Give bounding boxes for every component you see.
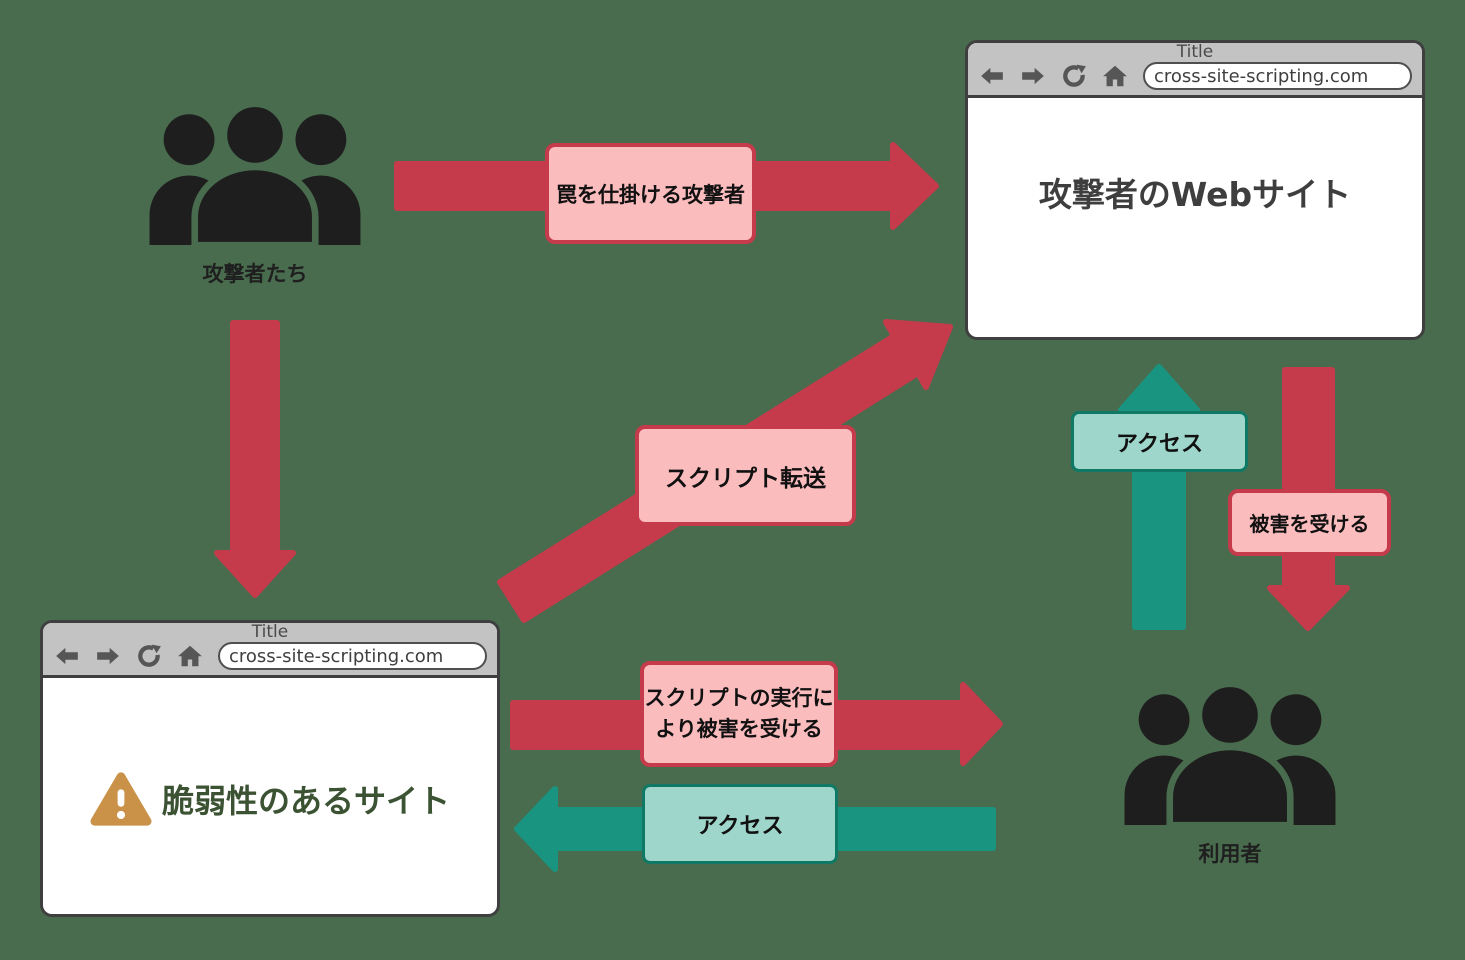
access-up-arrow <box>1118 364 1200 630</box>
forward-icon <box>97 647 119 665</box>
attackers-actor: 攻撃者たち <box>142 102 368 288</box>
forward-icon <box>1022 67 1044 85</box>
damage-label: 被害を受ける <box>1228 489 1391 556</box>
url-bar: cross-site-scripting.com <box>218 642 487 670</box>
attacker-site-title: 攻撃者のWebサイト <box>1038 175 1352 214</box>
script-exec-label-line2: より被害を受ける <box>655 717 823 741</box>
script-exec-label-line1: スクリプトの実行に <box>644 685 834 710</box>
back-icon <box>981 67 1003 85</box>
attackers-group-icon <box>149 102 361 246</box>
back-icon <box>56 647 78 665</box>
home-icon <box>1103 65 1127 87</box>
reload-icon <box>138 644 161 667</box>
browser-header: Title cross-site-scripting.com <box>43 623 497 678</box>
window-title: Title <box>1176 42 1214 62</box>
users-label: 利用者 <box>1198 842 1262 867</box>
browser-controls: cross-site-scripting.com <box>968 62 1422 96</box>
browser-controls: cross-site-scripting.com <box>43 642 497 676</box>
attacker-site-body: 攻撃者のWebサイト <box>968 98 1422 337</box>
attacker-site-window: Title cross-site-scripting.com 攻撃者の <box>965 40 1425 340</box>
vulnerable-site-body: 脆弱性のあるサイト <box>43 678 497 914</box>
home-icon <box>178 645 202 667</box>
users-group-icon <box>1124 682 1336 826</box>
vulnerable-site-title: 脆弱性のあるサイト <box>161 782 450 820</box>
script-exec-label: スクリプトの実行に より被害を受ける <box>640 661 838 767</box>
reload-icon <box>1063 64 1086 87</box>
warning-icon <box>90 772 152 826</box>
url-bar: cross-site-scripting.com <box>1143 62 1412 90</box>
browser-header: Title cross-site-scripting.com <box>968 43 1422 98</box>
vulnerable-site-window: Title cross-site-scripting.com <box>40 620 500 917</box>
set-trap-label: 罠を仕掛ける攻撃者 <box>545 143 756 244</box>
window-title: Title <box>251 622 289 642</box>
script-transfer-label: スクリプト転送 <box>635 425 856 526</box>
attackers-label: 攻撃者たち <box>202 262 308 287</box>
access-top-label: アクセス <box>1071 411 1248 472</box>
attackers-to-vulnerable-arrow <box>214 320 296 598</box>
users-actor: 利用者 <box>1117 682 1343 868</box>
access-bottom-label: アクセス <box>642 784 838 864</box>
